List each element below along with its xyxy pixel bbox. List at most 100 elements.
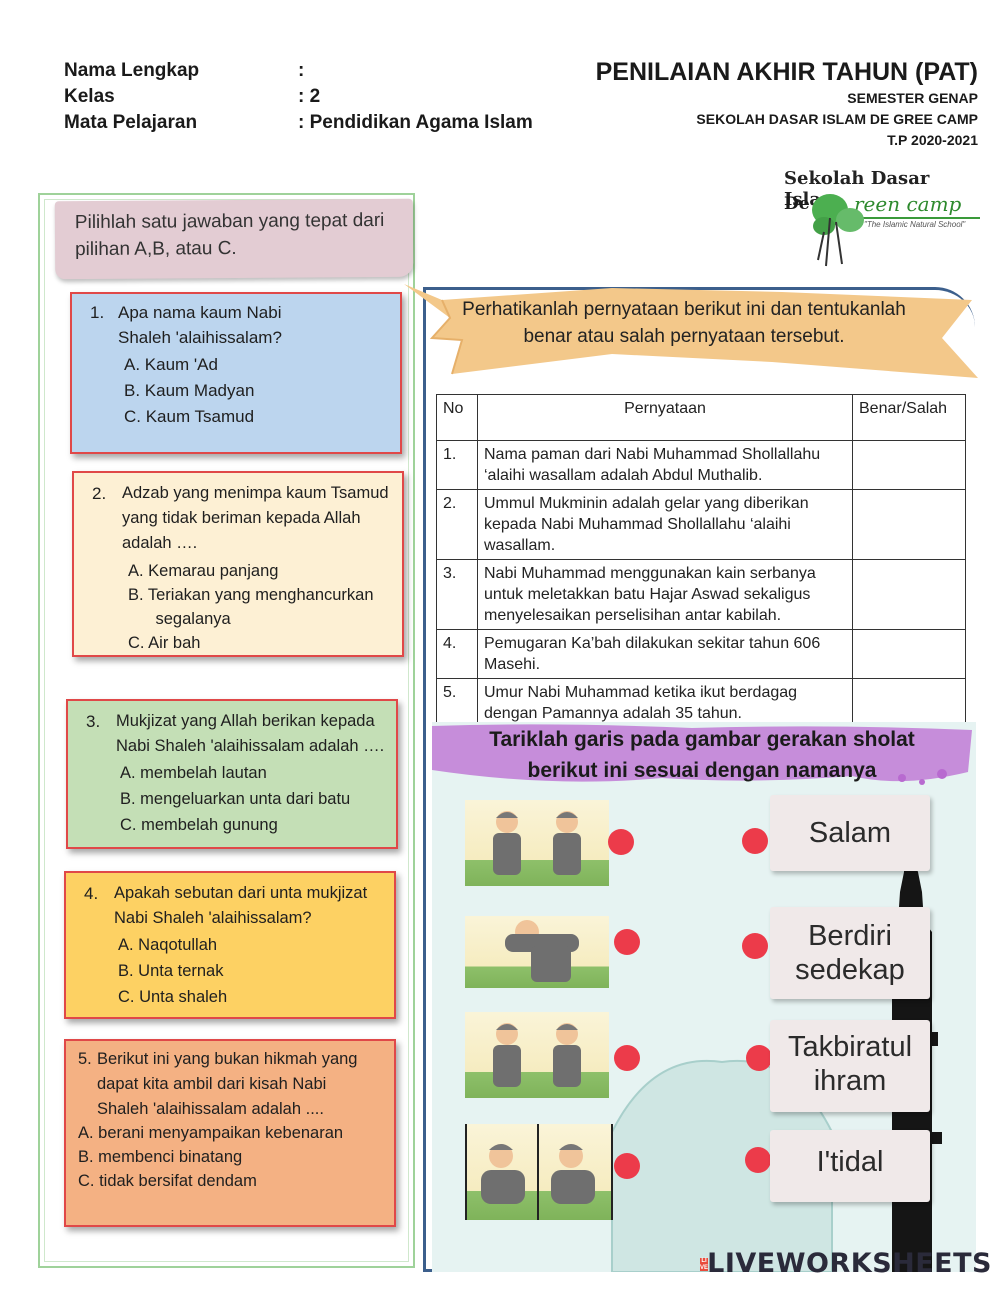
- name-label: I'tidal: [816, 1146, 884, 1178]
- matching-title-line1: Tariklah garis pada gambar gerakan shola…: [489, 728, 915, 751]
- label-name: Nama Lengkap: [64, 60, 200, 81]
- exam-title: PENILAIAN AKHIR TAHUN (PAT): [595, 58, 978, 86]
- exam-semester: SEMESTER GENAP: [847, 90, 978, 106]
- option-c[interactable]: C. Kaum Tsamud: [124, 407, 255, 426]
- person-takbir-icon: [493, 1023, 581, 1087]
- question-text: Apa nama kaum Nabi Shaleh 'alaihissalam?: [118, 303, 282, 347]
- student-info-values: : : 2 : Pendidikan Agama Islam: [298, 58, 533, 136]
- tf-row-no: 5.: [436, 678, 478, 728]
- value-class: : 2: [298, 86, 321, 107]
- question-1: 1. Apa nama kaum Nabi Shaleh 'alaihissal…: [70, 292, 402, 454]
- tf-row-1: 1. Nama paman dari Nabi Muhammad Shollal…: [436, 440, 966, 490]
- question-text: Mukjizat yang Allah berikan kepada Nabi …: [116, 712, 385, 755]
- mcq-instruction: Pilihlah satu jawaban yang tepat dari pi…: [74, 209, 385, 261]
- tf-answer-cell[interactable]: [852, 440, 966, 490]
- option-b[interactable]: B. Kaum Madyan: [124, 381, 255, 400]
- option-c[interactable]: C. membelah gunung: [120, 816, 278, 834]
- left-frame: [38, 193, 415, 1268]
- image-divider: [537, 1124, 539, 1220]
- name-card-takbiratul-ihram: Takbiratul ihram: [770, 1020, 930, 1112]
- question-text: Apakah sebutan dari unta mukjizat Nabi S…: [114, 884, 368, 927]
- value-subject: : Pendidikan Agama Islam: [298, 112, 533, 133]
- tf-row-no: 4.: [436, 629, 478, 679]
- liveworksheets-brand[interactable]: LIVEWORKSHEETS: [707, 1248, 992, 1279]
- mcq-instruction-card: Pilihlah satu jawaban yang tepat dari pi…: [54, 198, 414, 280]
- logo-tagline: "The Islamic Natural School": [864, 220, 966, 229]
- value-name[interactable]: :: [298, 60, 305, 81]
- logo-underline: [852, 217, 980, 219]
- tf-row-no: 2.: [436, 489, 478, 560]
- tf-row-4: 4. Pemugaran Ka’bah dilakukan sekitar ta…: [436, 629, 966, 679]
- option-c[interactable]: C. tidak bersifat dendam: [78, 1172, 257, 1190]
- exam-school: SEKOLAH DASAR ISLAM DE GREE CAMP: [696, 111, 978, 127]
- tf-header-row: No Pernyataan Benar/Salah: [436, 394, 966, 441]
- student-info-labels: Nama Lengkap Kelas Mata Pelajaran: [64, 58, 199, 136]
- option-b[interactable]: B. Unta ternak: [118, 962, 224, 980]
- prayer-image-3: [465, 1012, 609, 1098]
- person-bowing-icon: [505, 920, 579, 982]
- tf-answer-cell[interactable]: [852, 678, 966, 728]
- label-subject: Mata Pelajaran: [64, 112, 198, 133]
- prayer-image-1: [465, 800, 609, 886]
- tf-table: No Pernyataan Benar/Salah 1. Nama paman …: [436, 394, 966, 728]
- tf-answer-cell[interactable]: [852, 489, 966, 560]
- option-b[interactable]: B. mengeluarkan unta dari batu: [120, 790, 351, 808]
- match-dot-name-3[interactable]: [746, 1045, 772, 1071]
- option-b[interactable]: B. Teriakan yang menghancurkan: [128, 586, 374, 604]
- tf-row-5: 5. Umur Nabi Muhammad ketika ikut berdag…: [436, 678, 966, 728]
- option-c[interactable]: C. Air bah: [128, 634, 201, 652]
- question-5: 5. Berikut ini yang bukan hikmah yang da…: [64, 1039, 396, 1227]
- tf-row-no: 3.: [436, 559, 478, 630]
- liveworksheets-logo-icon: LIVE: [700, 1258, 722, 1284]
- option-b-cont: segalanya: [128, 610, 231, 628]
- tf-row-2: 2. Ummul Mukminin adalah gelar yang dibe…: [436, 489, 966, 560]
- match-dot-image-1[interactable]: [608, 829, 634, 855]
- prayer-image-4: [465, 1124, 613, 1220]
- option-a[interactable]: A. Naqotullah: [118, 936, 218, 954]
- match-dot-image-3[interactable]: [614, 1045, 640, 1071]
- name-card-berdiri-sedekap: Berdiri sedekap: [770, 907, 930, 999]
- match-dot-image-4[interactable]: [614, 1153, 640, 1179]
- question-number: 5.: [78, 1050, 92, 1068]
- option-a[interactable]: A. Kaum 'Ad: [124, 355, 218, 374]
- question-3: 3. Mukjizat yang Allah berikan kepada Na…: [66, 699, 398, 849]
- name-label: Salam: [808, 817, 892, 849]
- matching-title-line2: berikut ini sesuai dengan namanya: [527, 759, 877, 782]
- tf-instruction: Perhatikanlah pernyataan berikut ini dan…: [462, 299, 906, 347]
- tf-row-3: 3. Nabi Muhammad menggunakan kain serban…: [436, 559, 966, 630]
- name-label: Berdiri sedekap: [795, 920, 905, 986]
- match-dot-name-2[interactable]: [742, 933, 768, 959]
- person-sitting-icon: [481, 1144, 595, 1204]
- person-standing-icon: [493, 811, 581, 875]
- match-dot-name-4[interactable]: [745, 1147, 771, 1173]
- match-dot-image-2[interactable]: [614, 929, 640, 955]
- question-number: 1.: [90, 303, 105, 322]
- option-a[interactable]: A. membelah lautan: [120, 764, 267, 782]
- question-number: 3.: [86, 712, 101, 731]
- tf-answer-cell[interactable]: [852, 559, 966, 630]
- exam-header: PENILAIAN AKHIR TAHUN (PAT) SEMESTER GEN…: [558, 56, 978, 151]
- tf-header-no: No: [436, 394, 478, 441]
- tf-row-text: Nama paman dari Nabi Muhammad Shollallah…: [477, 440, 853, 490]
- ribbon-banner: [404, 284, 978, 378]
- tf-header-answer: Benar/Salah: [852, 394, 966, 441]
- logo-brand: reen camp: [854, 192, 962, 216]
- tf-row-text: Nabi Muhammad menggunakan kain serbanya …: [477, 559, 853, 630]
- question-text: Adzab yang menimpa kaum Tsamud yang tida…: [122, 484, 389, 552]
- tf-answer-cell[interactable]: [852, 629, 966, 679]
- tf-row-text: Ummul Mukminin adalah gelar yang diberik…: [477, 489, 853, 560]
- exam-year: T.P 2020-2021: [887, 132, 978, 148]
- option-c[interactable]: C. Unta shaleh: [118, 988, 228, 1006]
- option-a[interactable]: A. berani menyampaikan kebenaran: [78, 1124, 344, 1142]
- name-label: Takbiratul ihram: [787, 1031, 913, 1097]
- match-dot-name-1[interactable]: [742, 828, 768, 854]
- logo-de: De: [784, 194, 810, 214]
- tf-row-text: Umur Nabi Muhammad ketika ikut berdagag …: [477, 678, 853, 728]
- question-number: 2.: [92, 484, 107, 503]
- option-b[interactable]: B. membenci binatang: [78, 1148, 243, 1166]
- prayer-image-2: [465, 916, 609, 988]
- matching-title: Tariklah garis pada gambar gerakan shola…: [432, 724, 972, 786]
- question-number: 4.: [84, 884, 99, 903]
- label-class: Kelas: [64, 86, 115, 107]
- option-a[interactable]: A. Kemarau panjang: [128, 562, 279, 580]
